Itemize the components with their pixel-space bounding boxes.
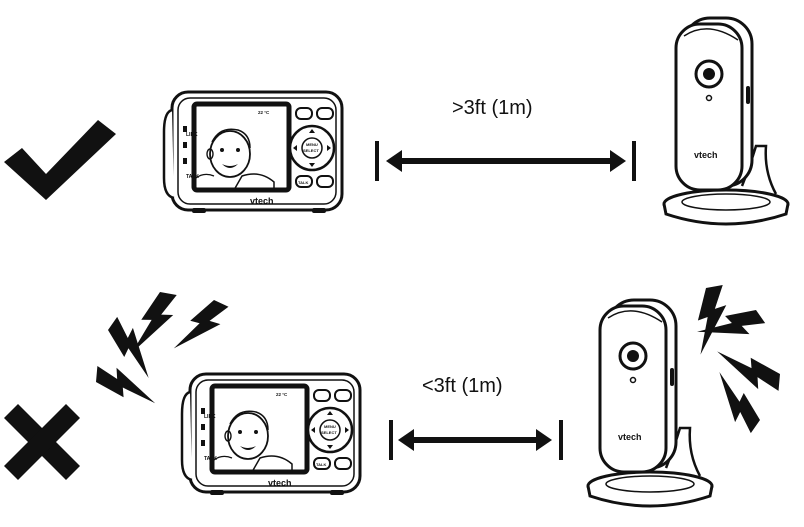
bottom-scenario: LINK TALK 22 °C MENU SELECT TALK vtech <… bbox=[4, 285, 782, 508]
menu-button-label: MENU bbox=[306, 142, 318, 147]
double-arrow-icon bbox=[375, 141, 636, 181]
parent-brand-logo: vtech bbox=[268, 478, 292, 488]
camera-brand-logo: vtech bbox=[694, 150, 718, 160]
check-icon bbox=[4, 120, 116, 200]
side-label-link: LINK bbox=[204, 414, 216, 420]
talk-button-label: TALK bbox=[316, 462, 326, 467]
parent-brand-logo: vtech bbox=[250, 196, 274, 206]
select-button-label: SELECT bbox=[303, 148, 319, 153]
side-label-talk: TALK bbox=[204, 456, 217, 462]
parent-unit: LINK TALK 22 °C MENU SELECT TALK vtech bbox=[164, 92, 342, 213]
parent-unit: LINK TALK 22 °C MENU SELECT TALK vtech bbox=[182, 374, 360, 495]
select-button-label: SELECT bbox=[321, 430, 337, 435]
screen-temp: 22 °C bbox=[258, 110, 270, 115]
camera-unit: vtech bbox=[586, 298, 714, 508]
talk-button-label: TALK bbox=[298, 180, 308, 185]
cross-icon bbox=[4, 404, 80, 480]
menu-button-label: MENU bbox=[324, 424, 336, 429]
top-scenario: LINK TALK 22 °C MENU SELECT TALK vtech >… bbox=[4, 16, 790, 226]
side-label-talk: TALK bbox=[186, 174, 199, 180]
distance-label-far: >3ft (1m) bbox=[452, 97, 533, 119]
screen-temp: 22 °C bbox=[276, 392, 288, 397]
feedback-lightning-icon bbox=[689, 285, 782, 434]
camera-brand-logo: vtech bbox=[618, 432, 642, 442]
distance-label-near: <3ft (1m) bbox=[422, 375, 503, 397]
camera-unit: vtech bbox=[662, 16, 790, 226]
side-label-link: LINK bbox=[186, 132, 198, 138]
double-arrow-icon bbox=[389, 420, 563, 460]
